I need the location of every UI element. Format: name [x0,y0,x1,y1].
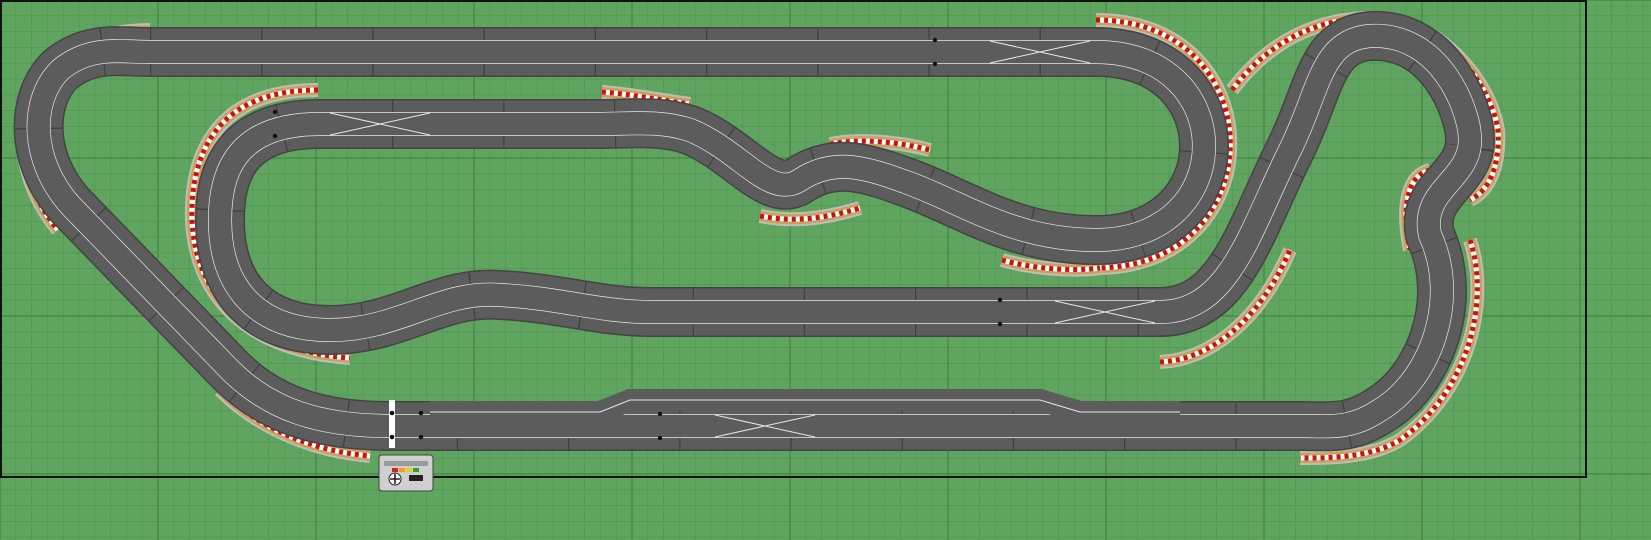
lane-changer[interactable] [657,411,816,441]
powerbase-display [409,475,423,481]
changer-cross-line [1054,300,1156,324]
table-outline [0,0,1587,478]
start-finish-line[interactable] [389,400,424,448]
powerbase-led [399,468,405,472]
pit-lane[interactable] [430,389,1180,423]
border-stripe-red [759,205,861,222]
dpad-cross-icon [390,474,400,484]
changer-sensor-dot [932,37,938,43]
changer-sensor-dot [932,61,938,67]
powerbase-led [392,468,398,472]
border-stripe-red [1403,167,1431,251]
sensor-dot [389,410,395,416]
lane-band-inner [27,24,1482,438]
lane-changer[interactable] [932,37,1091,67]
lane-changer[interactable] [997,297,1156,327]
border-stripe-red [1095,17,1233,271]
changer-sensor-dot [657,435,663,441]
powerbase-body [378,454,434,492]
changer-cross-line [989,40,1091,64]
lane-changer[interactable] [272,109,431,139]
border-stripe-red [1299,239,1480,461]
changer-sensor-dot [997,297,1003,303]
border-stripe-red [601,89,691,107]
sensor-dot [418,410,424,416]
changer-sensor-dot [272,109,278,115]
changer-sensor-dot [272,133,278,139]
start-line-white [389,400,395,448]
changer-sensor-dot [997,321,1003,327]
changer-cross-line [714,414,816,438]
powerbase-led [413,468,419,472]
sensor-dot [418,434,424,440]
powerbase[interactable] [378,454,434,492]
changer-cross-line [329,112,431,136]
border-stripe-red [1001,257,1101,273]
sensor-dot [389,434,395,440]
powerbase-vent [384,461,428,466]
changer-sensor-dot [657,411,663,417]
powerbase-led [406,468,412,472]
pit-lane-line [430,399,1180,413]
track-pieces[interactable] [13,10,1495,452]
lane-changers[interactable] [272,37,1156,441]
powerbase-leds [392,468,419,472]
border-stripe-red [1159,249,1293,365]
